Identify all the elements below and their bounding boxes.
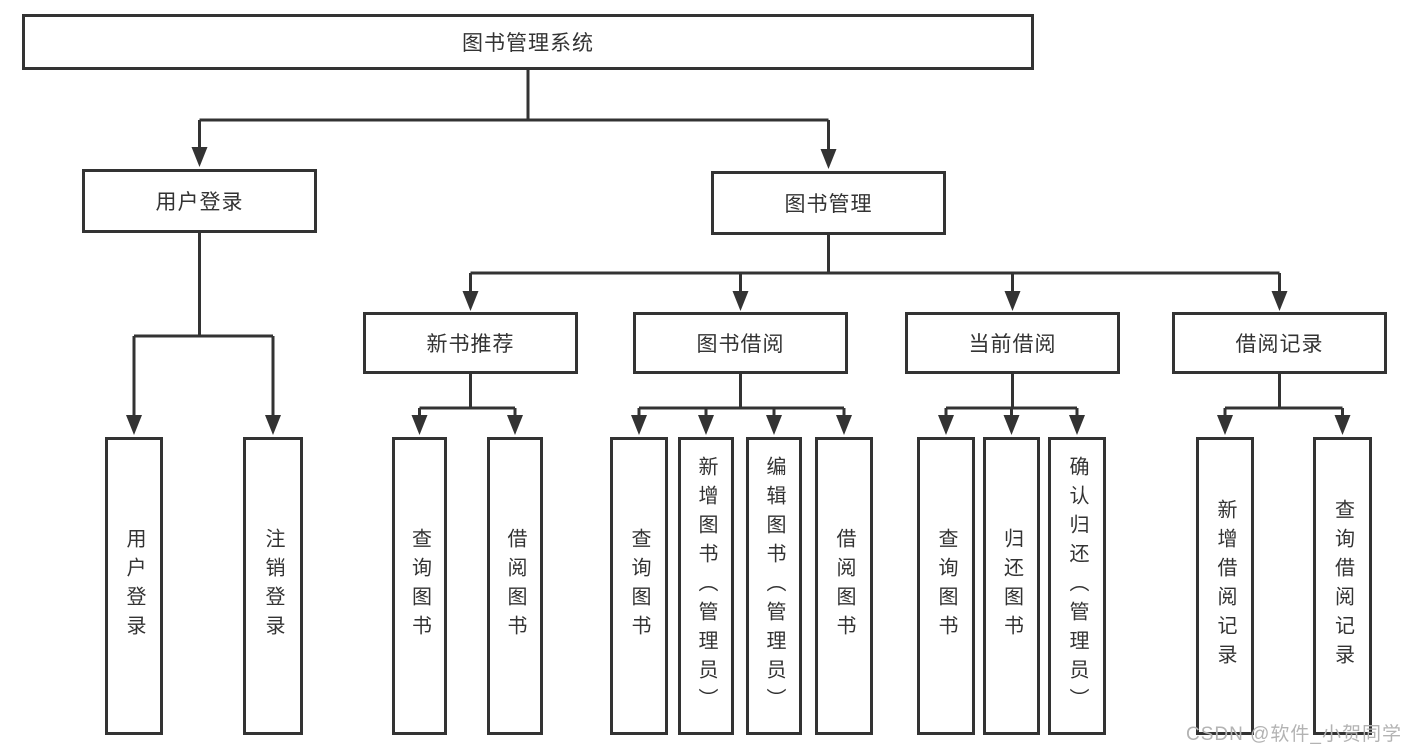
node-label: 确认归还（管理员） <box>1066 455 1088 717</box>
node-label: 新增图书（管理员） <box>695 455 717 717</box>
watermark: CSDN @软件_小贺同学 <box>1186 724 1402 745</box>
leaf-query-books-current: 查询图书 <box>917 437 975 735</box>
node-label: 图书借阅 <box>696 333 785 356</box>
node-label: 当前借阅 <box>968 333 1057 356</box>
node-label: 注销登录 <box>262 528 284 644</box>
node-book-management: 图书管理 <box>711 171 946 235</box>
node-label: 图书管理 <box>784 193 873 216</box>
connector-lines <box>132 70 1344 421</box>
leaf-borrow-books: 借阅图书 <box>815 437 873 735</box>
node-label: 用户登录 <box>155 191 244 214</box>
leaf-query-books-borrow: 查询图书 <box>610 437 668 735</box>
leaf-add-books-admin: 新增图书（管理员） <box>678 437 734 735</box>
leaf-borrow-books-recommend: 借阅图书 <box>487 437 543 735</box>
leaf-add-borrow-record: 新增借阅记录 <box>1196 437 1254 735</box>
leaf-user-login: 用户登录 <box>105 437 163 735</box>
leaf-edit-books-admin: 编辑图书（管理员） <box>746 437 802 735</box>
node-label: 查询图书 <box>408 528 431 644</box>
node-label: 借阅记录 <box>1235 333 1324 356</box>
node-label: 查询借阅记录 <box>1331 499 1354 673</box>
node-new-book-recommendation: 新书推荐 <box>363 312 578 374</box>
node-label: 用户登录 <box>123 528 145 644</box>
node-label: 借阅图书 <box>833 528 855 644</box>
node-label: 新书推荐 <box>426 333 515 356</box>
node-label: 新增借阅记录 <box>1214 499 1236 673</box>
node-library-system: 图书管理系统 <box>22 14 1034 70</box>
arrowhead-icons <box>126 147 1351 435</box>
node-label: 图书管理系统 <box>462 32 594 55</box>
leaf-query-borrow-record: 查询借阅记录 <box>1313 437 1372 735</box>
leaf-confirm-return-admin: 确认归还（管理员） <box>1048 437 1106 735</box>
node-current-borrowing: 当前借阅 <box>905 312 1120 374</box>
node-label: 借阅图书 <box>504 528 526 644</box>
node-user-login: 用户登录 <box>82 169 317 233</box>
node-book-borrowing: 图书借阅 <box>633 312 848 374</box>
leaf-query-books-recommend: 查询图书 <box>392 437 447 735</box>
node-label: 查询图书 <box>628 528 650 644</box>
leaf-return-books: 归还图书 <box>983 437 1040 735</box>
node-borrowing-records: 借阅记录 <box>1172 312 1387 374</box>
node-label: 归还图书 <box>1000 528 1023 644</box>
node-label: 编辑图书（管理员） <box>763 455 785 717</box>
leaf-logout: 注销登录 <box>243 437 303 735</box>
node-label: 查询图书 <box>935 528 957 644</box>
